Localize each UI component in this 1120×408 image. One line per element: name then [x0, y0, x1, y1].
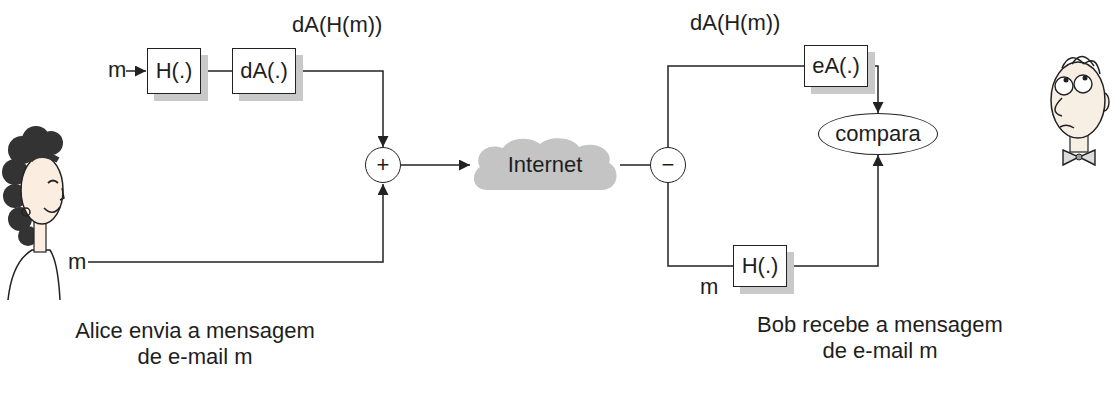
message-input-wire-part: [126, 70, 146, 72]
connector-line: [668, 66, 804, 147]
verify-box: eA(.): [804, 45, 868, 87]
node-text: H(.): [156, 59, 193, 83]
caption-text: Bob recebe a mensagem de e-mail m: [750, 312, 1010, 365]
bob-figure-part: [1063, 150, 1095, 165]
alice-figure-part: [39, 131, 63, 155]
cloud-shape: [474, 138, 617, 190]
alice-figure-part: [8, 250, 60, 300]
cloud-outline: [470, 136, 620, 194]
message-label: m: [68, 249, 86, 275]
bob-figure-part: [1055, 77, 1073, 95]
message-input-wire: [88, 71, 383, 262]
message-input-wire-part: [88, 184, 383, 262]
alice-figure-part: [22, 208, 30, 216]
node-text: −: [662, 153, 675, 177]
caption-text: Alice envia a mensagem de e-mail m: [65, 318, 325, 371]
connector-line: [868, 66, 878, 113]
alice-figure-part: [34, 222, 46, 252]
bob-figure-part: [1083, 76, 1088, 81]
hash-box: H(.): [147, 48, 201, 94]
bob-figure-part: [1062, 56, 1100, 74]
connector-line: [620, 164, 650, 166]
node-text: +: [377, 153, 390, 177]
connector-layer: [201, 66, 878, 266]
bob-figure-part: [1074, 75, 1092, 93]
bob-figure-part: [1076, 154, 1082, 160]
compare-ellipse: compara: [818, 113, 938, 155]
alice-figure-part: [60, 188, 64, 200]
node-text: eA(.): [812, 54, 860, 78]
connector-line: [401, 164, 470, 166]
bob-figure-part: [1055, 98, 1062, 116]
connector-line: [787, 155, 878, 266]
alice-figure-part: [48, 181, 58, 184]
signature-label: dA(H(m)): [690, 10, 780, 36]
node-text: compara: [835, 122, 921, 146]
connector-line: [668, 183, 733, 266]
signature-label: dA(H(m)): [292, 12, 382, 38]
alice-figure-part: [21, 156, 63, 224]
node-text: dA(.): [240, 59, 288, 83]
bob-figure-part: [1060, 125, 1074, 128]
hash-box: H(.): [733, 245, 787, 287]
message-label: m: [108, 57, 126, 83]
alice-figure-part: [44, 207, 60, 212]
bob-figure: [1051, 56, 1109, 165]
alice-figure: [2, 126, 64, 300]
node-text: H(.): [742, 254, 779, 278]
network-cloud: Internet: [470, 136, 620, 194]
join-circle: +: [365, 147, 401, 183]
bob-figure-part: [1051, 62, 1105, 138]
connector-line: [296, 71, 383, 147]
alice-figure-part: [30, 155, 58, 160]
bob-figure-part: [1064, 78, 1069, 83]
split-circle: −: [650, 147, 686, 183]
node-text: Internet: [508, 153, 583, 177]
sign-box: dA(.): [232, 48, 296, 94]
message-label: m: [700, 274, 718, 300]
connector-line: [201, 70, 232, 72]
